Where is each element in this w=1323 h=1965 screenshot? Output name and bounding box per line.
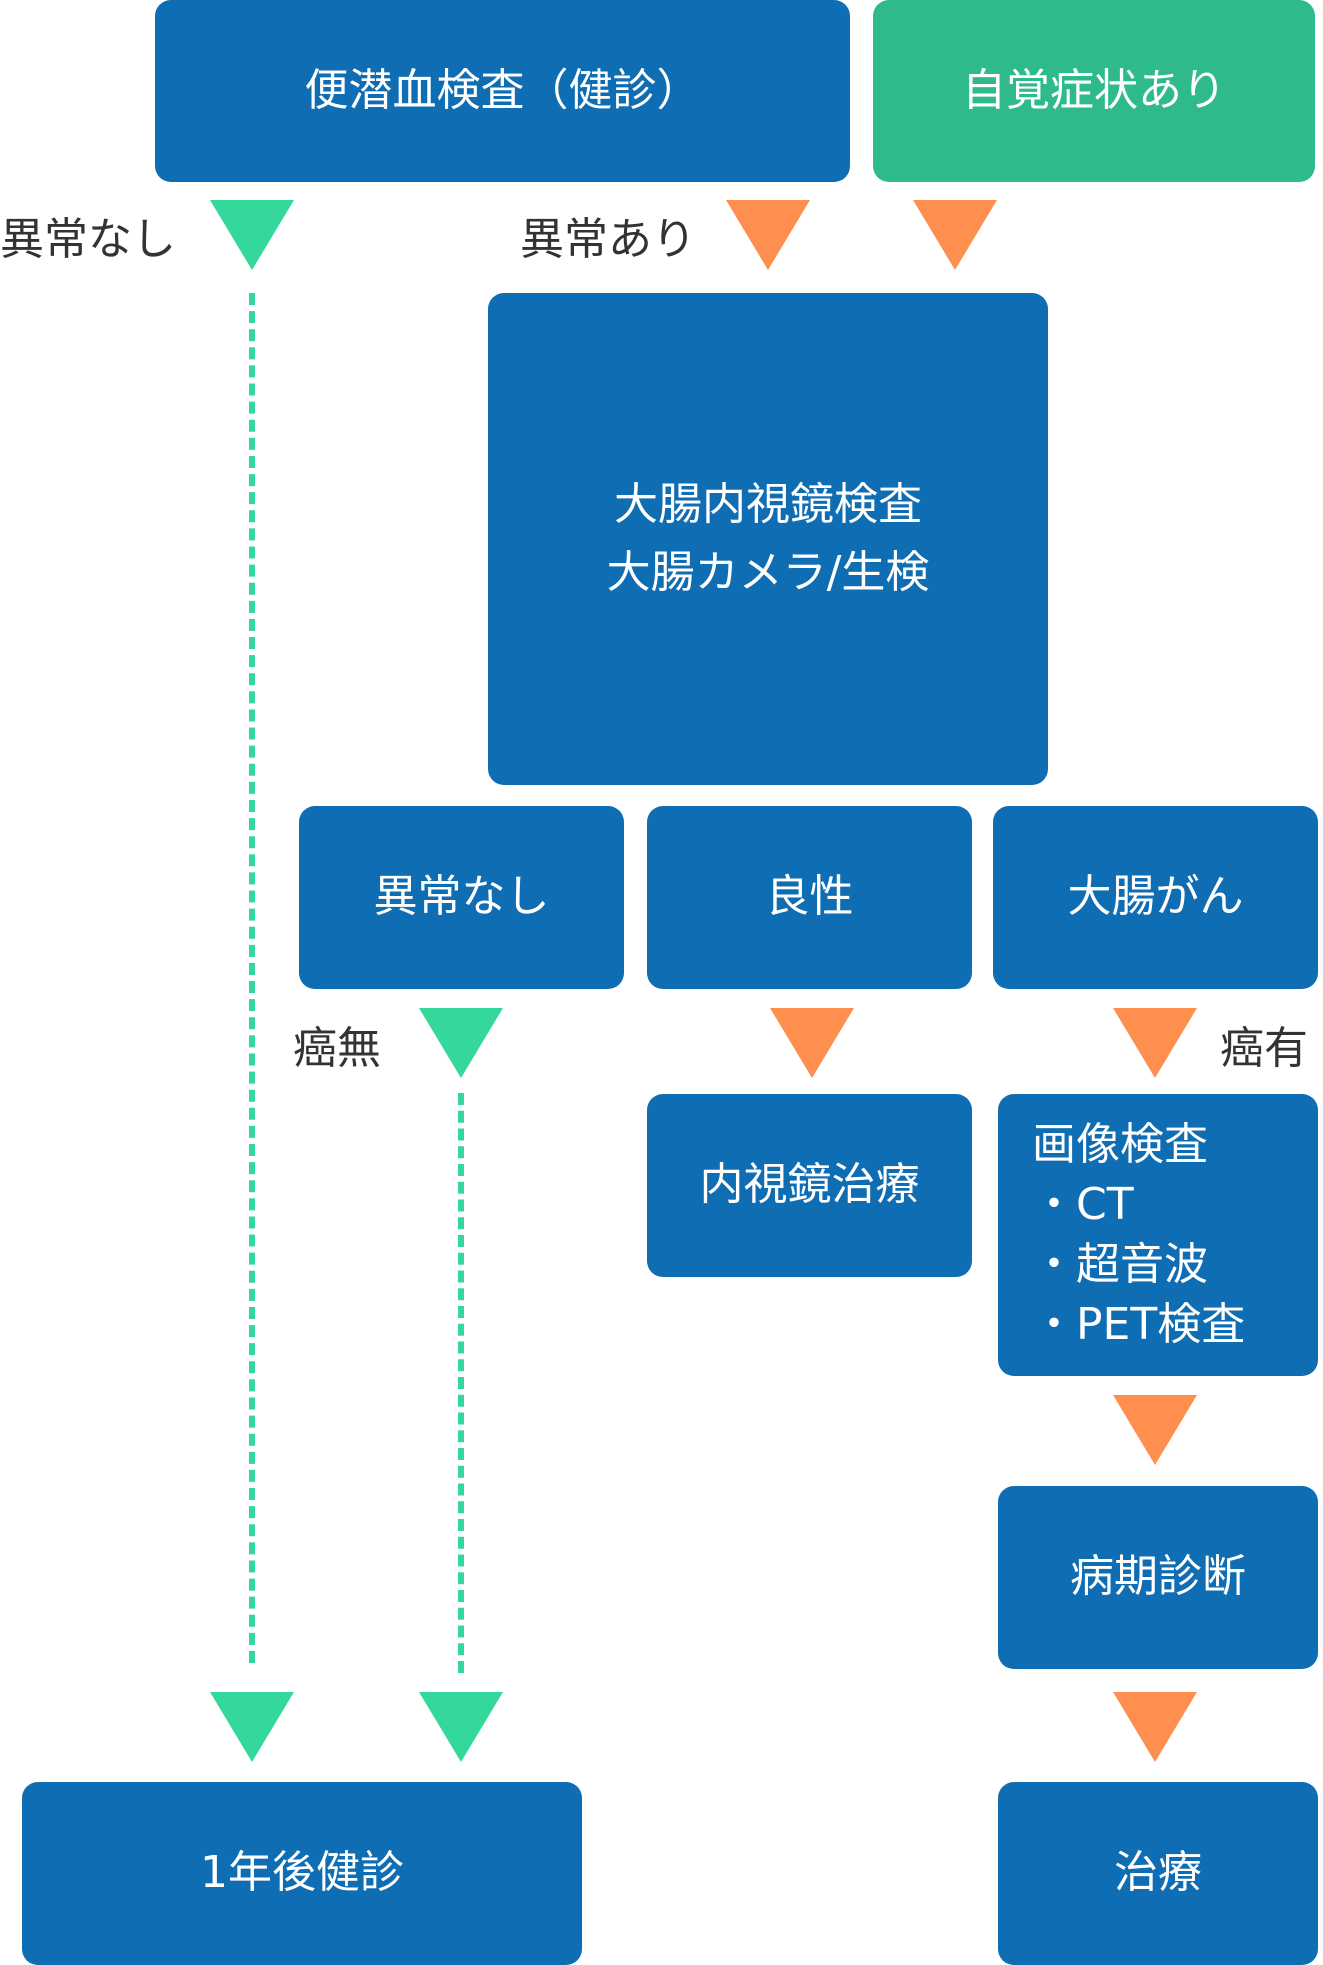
dashed-connector (458, 1093, 464, 1673)
abnormal-label: 異常あり (520, 214, 696, 265)
cancer-box: 大腸がん (993, 806, 1318, 989)
fobt-label: 便潜血検査（健診） (304, 64, 701, 116)
imaging-title: 画像検査 (1032, 1119, 1208, 1170)
normal-box: 異常なし (299, 806, 624, 989)
imaging-item-ultrasound: ・超音波 (1032, 1239, 1208, 1290)
arrow-down-icon (1113, 1692, 1197, 1762)
treatment-label: 治療 (1114, 1847, 1202, 1899)
arrow-down-icon (726, 200, 810, 270)
benign-box: 良性 (647, 806, 972, 989)
arrow-down-icon (770, 1008, 854, 1078)
symptoms-box: 自覚症状あり (873, 0, 1315, 182)
dashed-connector (249, 293, 255, 1663)
cancer-label: 大腸がん (1067, 871, 1244, 923)
arrow-down-icon (210, 200, 294, 270)
benign-label: 良性 (765, 871, 854, 923)
followup-label: 1年後健診 (200, 1847, 404, 1899)
arrow-down-icon (913, 200, 997, 270)
arrow-down-icon (1113, 1008, 1197, 1078)
normal-label: 異常なし (373, 871, 550, 923)
endo-treatment-box: 内視鏡治療 (647, 1094, 972, 1277)
arrow-down-icon (1113, 1395, 1197, 1465)
staging-label: 病期診断 (1070, 1551, 1246, 1603)
no-cancer-label: 癌無 (293, 1023, 381, 1074)
imaging-item-ct: ・CT (1032, 1179, 1134, 1230)
no-abnormal-label: 異常なし (0, 214, 176, 265)
symptoms-label: 自覚症状あり (962, 64, 1226, 116)
staging-box: 病期診断 (998, 1486, 1318, 1669)
arrow-down-icon (419, 1692, 503, 1762)
treatment-box: 治療 (998, 1782, 1318, 1965)
colonoscopy-line1: 大腸内視鏡検査 (614, 479, 922, 530)
arrow-down-icon (419, 1008, 503, 1078)
imaging-item-pet: ・PET検査 (1032, 1299, 1246, 1350)
colonoscopy-line2: 大腸カメラ/生検 (606, 547, 930, 598)
has-cancer-label: 癌有 (1220, 1023, 1308, 1074)
colonoscopy-box: 大腸内視鏡検査 大腸カメラ/生検 (488, 293, 1048, 785)
followup-box: 1年後健診 (22, 1782, 582, 1965)
arrow-down-icon (210, 1692, 294, 1762)
imaging-box: 画像検査 ・CT ・超音波 ・PET検査 (998, 1094, 1318, 1376)
endo-treatment-label: 内視鏡治療 (699, 1159, 920, 1211)
fobt-box: 便潜血検査（健診） (155, 0, 850, 182)
